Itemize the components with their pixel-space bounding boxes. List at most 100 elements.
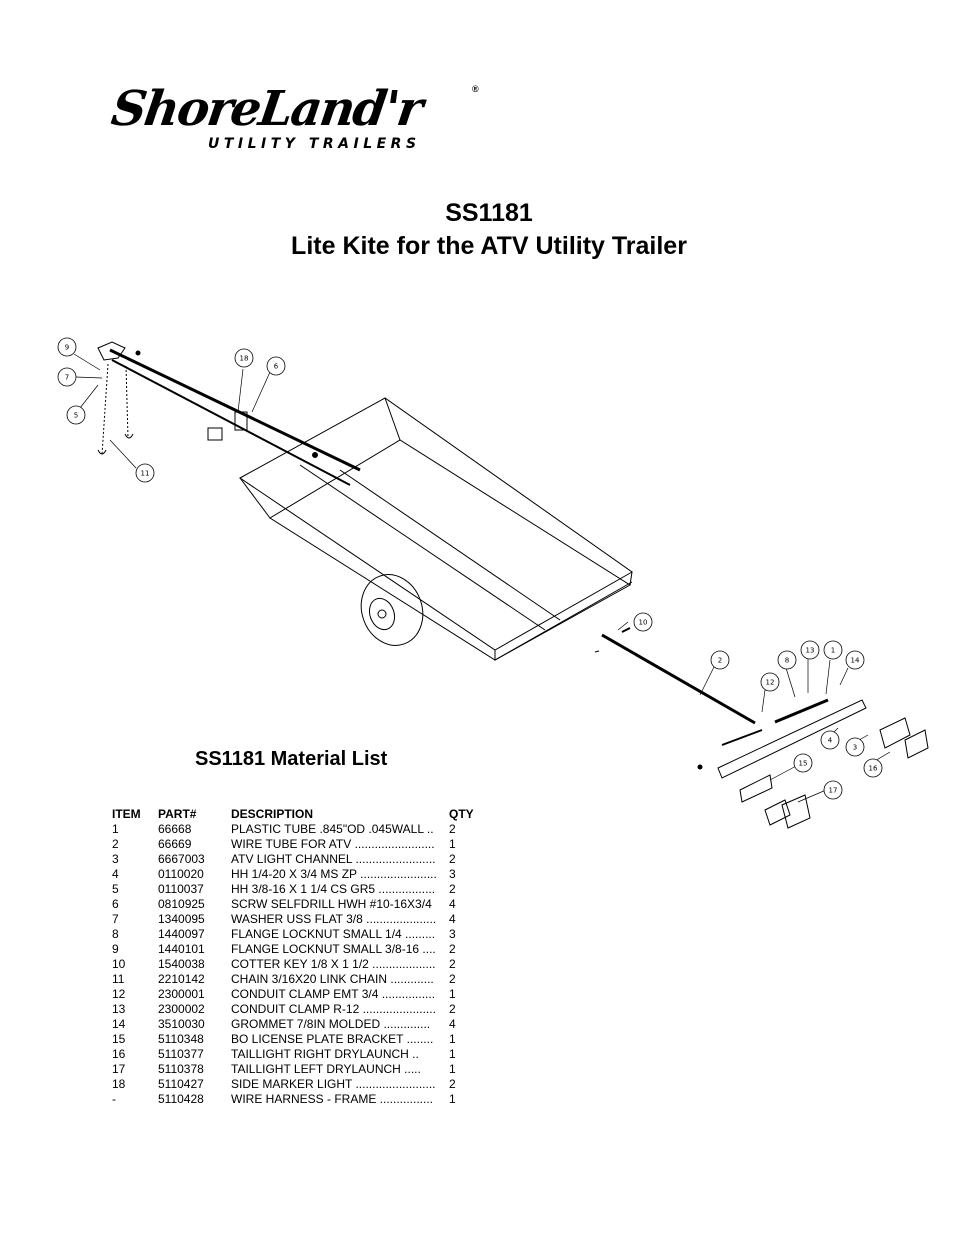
- callout-bubble: [863, 758, 883, 778]
- cell-item: 11: [112, 972, 125, 986]
- cell-qty: 4: [449, 897, 456, 911]
- cell-part: 1540038: [158, 957, 205, 971]
- cell-part: 0810925: [158, 897, 205, 911]
- trailer-tongue: [97, 341, 361, 486]
- table-row: 10 1540038 COTTER KEY 1/8 X 1 1/2 ........…: [112, 957, 479, 972]
- callout-bubble: [777, 650, 797, 670]
- side-marker-light-lower: [207, 427, 223, 441]
- cell-item: 3: [112, 852, 119, 866]
- cell-qty: 1: [449, 837, 456, 851]
- cell-qty: 2: [449, 822, 456, 836]
- cell-qty: 1: [449, 1062, 456, 1076]
- cell-part: 2300001: [158, 987, 205, 1001]
- cell-item: -: [112, 1092, 116, 1106]
- callout-bubble: [820, 730, 840, 750]
- cell-item: 2: [112, 837, 119, 851]
- cell-part: 66668: [158, 822, 192, 836]
- cell-item: 4: [112, 867, 119, 881]
- header-item: ITEM: [112, 806, 141, 821]
- cell-item: 9: [112, 942, 119, 956]
- callout-bubble: [845, 737, 865, 757]
- cell-item: 5: [112, 882, 119, 896]
- cell-item: 8: [112, 927, 119, 941]
- cell-item: 10: [112, 957, 126, 971]
- document-title: Lite Kite for the ATV Utility Trailer: [291, 232, 687, 260]
- cell-description: WIRE HARNESS - FRAME ................: [231, 1092, 434, 1106]
- cell-description: CONDUIT CLAMP R-12 .....................…: [231, 1002, 436, 1016]
- side-marker-light: [234, 411, 248, 431]
- cell-qty: 2: [449, 1077, 456, 1091]
- cell-description: FLANGE LOCKNUT SMALL 1/4 .........: [231, 927, 436, 941]
- cell-item: 6: [112, 897, 119, 911]
- cell-qty: 1: [449, 987, 456, 1001]
- cell-description: COTTER KEY 1/8 X 1 1/2 .................…: [231, 957, 436, 971]
- callout-bubble: [633, 612, 653, 632]
- callout-label: 6: [274, 363, 279, 371]
- wire-tube: [601, 633, 756, 725]
- cell-part: 5110427: [158, 1077, 204, 1091]
- header-description: DESCRIPTION: [231, 806, 314, 821]
- callout-bubble: [135, 463, 155, 483]
- callout-label: 7: [65, 374, 69, 382]
- cell-description: FLANGE LOCKNUT SMALL 3/8-16 ....: [231, 942, 436, 956]
- callout-label: 18: [240, 355, 249, 363]
- callout-bubble: [760, 672, 780, 692]
- cell-part: 5110377: [158, 1047, 204, 1061]
- cell-part: 1340095: [158, 912, 205, 926]
- cell-qty: 1: [449, 1092, 456, 1106]
- cell-description: ATV LIGHT CHANNEL ......................…: [231, 852, 436, 866]
- cell-item: 14: [112, 1017, 126, 1031]
- callout-label: 12: [766, 679, 775, 687]
- cell-qty: 3: [449, 867, 456, 881]
- callout-bubble: [710, 650, 730, 670]
- callout-bubble: [800, 640, 820, 660]
- callout-label: 8: [785, 657, 789, 665]
- brand-logo: ShoreLand'r ® UTILITY TRAILERS: [108, 81, 482, 154]
- document-model-number: SS1181: [445, 199, 533, 227]
- callout-label: 10: [639, 619, 648, 627]
- cell-part: 2300002: [158, 1002, 205, 1016]
- cell-item: 1: [112, 822, 119, 836]
- callout-bubble: [823, 640, 843, 660]
- cell-part: 3510030: [158, 1017, 205, 1031]
- cell-description: GROMMET 7/8IN MOLDED ..............: [231, 1017, 431, 1031]
- material-list-header-row: ITEM PART# DESCRIPTION QTY: [112, 806, 479, 822]
- cell-qty: 3: [449, 927, 456, 941]
- callout-label: 5: [74, 412, 78, 420]
- trailer-deck: [239, 397, 633, 661]
- cell-description: BO LICENSE PLATE BRACKET ........: [231, 1032, 434, 1046]
- cell-qty: 2: [449, 852, 456, 866]
- table-row: 6 0810925 SCRW SELFDRILL HWH #10-16X3/4 4: [112, 897, 479, 912]
- cell-description: HH 1/4-20 X 3/4 MS ZP ..................…: [231, 867, 437, 881]
- callout-bubble: [57, 337, 77, 357]
- cell-qty: 2: [449, 882, 456, 896]
- cell-part: 5110348: [158, 1032, 204, 1046]
- table-row: 7 1340095 WASHER USS FLAT 3/8 ............…: [112, 912, 479, 927]
- cell-description: SCRW SELFDRILL HWH #10-16X3/4: [231, 897, 432, 911]
- cell-item: 13: [112, 1002, 126, 1016]
- cell-description: WASHER USS FLAT 3/8 ....................…: [231, 912, 437, 926]
- callout-bubble: [823, 780, 843, 800]
- callout-label: 9: [65, 344, 69, 352]
- cell-qty: 2: [449, 1002, 456, 1016]
- cell-description: TAILLIGHT RIGHT DRYLAUNCH ..: [231, 1047, 419, 1061]
- cell-item: 7: [112, 912, 119, 926]
- callout-label: 3: [853, 744, 857, 752]
- safety-chains: [101, 363, 129, 456]
- cell-part: 1440097: [158, 927, 205, 941]
- table-row: 14 3510030 GROMMET 7/8IN MOLDED ..........…: [112, 1017, 479, 1032]
- callout-label: 17: [829, 787, 838, 795]
- callout-bubble: [266, 356, 286, 376]
